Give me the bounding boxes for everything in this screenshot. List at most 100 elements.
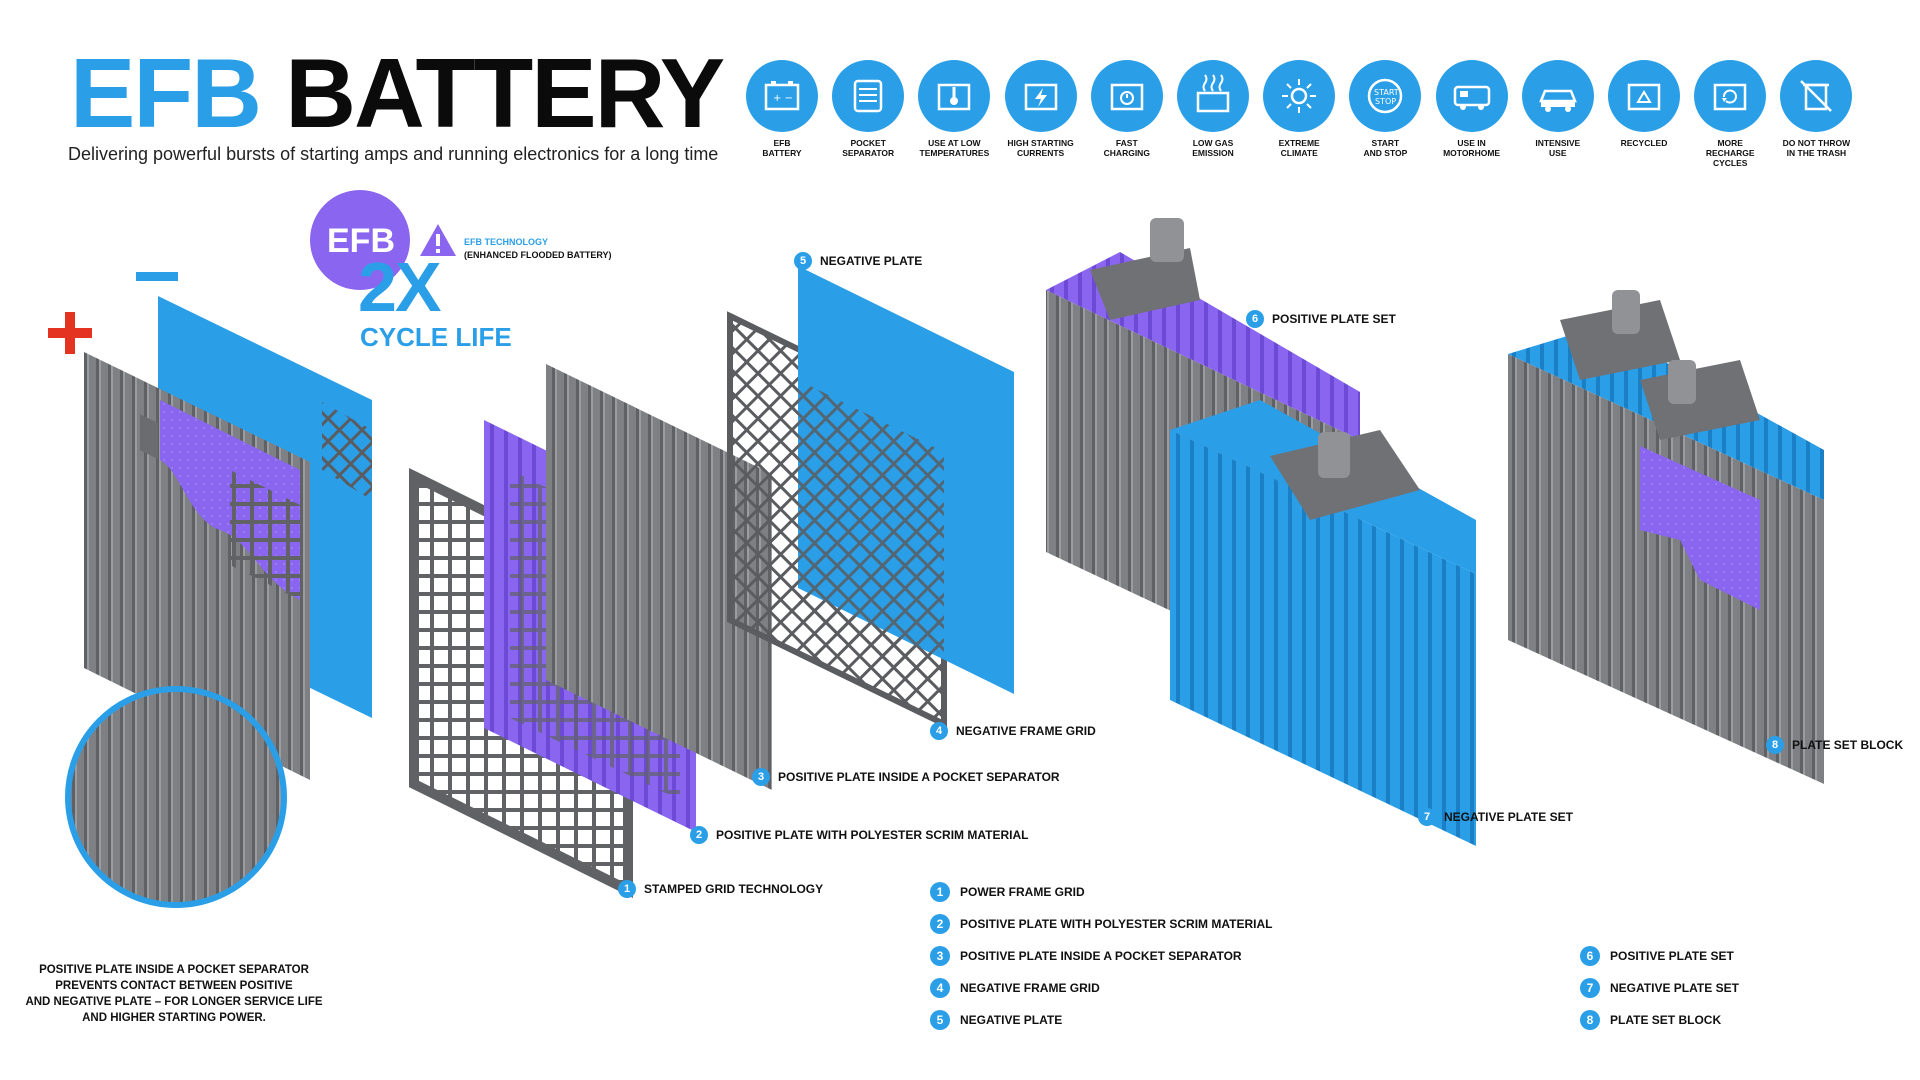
callout-text: POSITIVE PLATE SET — [1272, 312, 1396, 326]
negative-plate — [798, 266, 1014, 694]
thermometer-icon — [918, 60, 991, 132]
legend-text: PLATE SET BLOCK — [1610, 1013, 1722, 1027]
callout-number: 3 — [752, 768, 770, 786]
note-line: POSITIVE PLATE INSIDE A POCKET SEPARATOR — [39, 964, 309, 976]
callout-5: 5 NEGATIVE PLATE — [794, 252, 922, 270]
legend-item-2: 2 POSITIVE PLATE WITH POLYESTER SCRIM MA… — [930, 914, 1272, 934]
callout-3: 3 POSITIVE PLATE INSIDE A POCKET SEPARAT… — [752, 768, 1060, 786]
feature-recycle: RECYCLED — [1602, 60, 1686, 148]
fast-charge-icon — [1090, 60, 1163, 132]
legend-text: NEGATIVE FRAME GRID — [960, 981, 1100, 995]
callout-1: 1 STAMPED GRID TECHNOLOGY — [618, 880, 823, 898]
note-line: AND NEGATIVE PLATE – FOR LONGER SERVICE … — [25, 996, 323, 1008]
recharge-cycles-icon — [1694, 60, 1767, 132]
separator-note: POSITIVE PLATE INSIDE A POCKET SEPARATOR… — [14, 962, 334, 1026]
callout-text: STAMPED GRID TECHNOLOGY — [644, 882, 824, 896]
page-subtitle: Delivering powerful bursts of starting a… — [68, 144, 719, 164]
plate-set-block — [1508, 290, 1824, 784]
legend-text: POSITIVE PLATE SET — [1610, 949, 1734, 963]
callout-4: 4 NEGATIVE FRAME GRID — [930, 722, 1096, 740]
callout-6: 6 POSITIVE PLATE SET — [1246, 310, 1396, 328]
callout-text: NEGATIVE PLATE SET — [1444, 810, 1573, 824]
callout-number: 4 — [930, 722, 948, 740]
legend-item-4: 4 NEGATIVE FRAME GRID — [930, 978, 1100, 998]
title-battery: BATTERY — [285, 38, 725, 148]
recycle-icon — [1608, 60, 1680, 132]
legend-number: 2 — [930, 914, 950, 934]
motorhome-icon — [1435, 60, 1508, 132]
cycle-life-label: CYCLE LIFE — [360, 322, 512, 352]
legend-text: NEGATIVE PLATE SET — [1610, 981, 1739, 995]
plate-stack-left — [84, 296, 372, 780]
legend-number: 1 — [930, 882, 950, 902]
callout-number: 2 — [690, 826, 708, 844]
page-title: EFB BATTERY — [70, 44, 725, 142]
car-icon — [1521, 60, 1594, 132]
svg-text:STOP: STOP — [1375, 97, 1396, 106]
callout-8: 8 PLATE SET BLOCK — [1766, 736, 1903, 754]
title-efb: EFB — [70, 38, 262, 148]
climate-icon — [1263, 60, 1336, 132]
no-trash-icon — [1780, 60, 1853, 132]
callout-text: POSITIVE PLATE WITH POLYESTER SCRIM MATE… — [716, 828, 1029, 842]
minus-sign-icon — [136, 272, 178, 281]
legend-item-5: 5 NEGATIVE PLATE — [930, 1010, 1062, 1030]
legend-text: NEGATIVE PLATE — [960, 1013, 1063, 1027]
legend-text: POWER FRAME GRID — [960, 885, 1085, 899]
legend-number: 6 — [1580, 946, 1600, 966]
magnifier-detail — [65, 686, 287, 908]
svg-text:START: START — [1374, 88, 1399, 97]
legend-number: 5 — [930, 1010, 950, 1030]
lightning-icon — [1004, 60, 1077, 132]
legend-item-8: 8 PLATE SET BLOCK — [1580, 1010, 1721, 1030]
efb-technology-label: EFB TECHNOLOGY — [464, 237, 549, 247]
callout-number: 6 — [1246, 310, 1264, 328]
battery-icon: + − — [746, 60, 818, 132]
legend-item-1: 1 POWER FRAME GRID — [930, 882, 1085, 902]
legend-number: 7 — [1580, 978, 1600, 998]
plus-sign-icon — [48, 312, 92, 354]
callout-text: NEGATIVE PLATE — [820, 254, 923, 268]
legend-item-6: 6 POSITIVE PLATE SET — [1580, 946, 1734, 966]
legend-item-7: 7 NEGATIVE PLATE SET — [1580, 978, 1739, 998]
svg-text:+ −: + − — [773, 93, 793, 104]
pocket-separator-plate — [546, 364, 772, 790]
callout-number: 5 — [794, 252, 812, 270]
legend-text: POSITIVE PLATE INSIDE A POCKET SEPARATOR — [960, 949, 1242, 963]
gas-emission-icon — [1177, 60, 1249, 132]
callout-7: 7 NEGATIVE PLATE SET — [1418, 808, 1573, 826]
separator-icon — [832, 60, 905, 132]
legend-text: POSITIVE PLATE WITH POLYESTER SCRIM MATE… — [960, 917, 1273, 931]
callout-number: 8 — [1766, 736, 1784, 754]
legend-item-3: 3 POSITIVE PLATE INSIDE A POCKET SEPARAT… — [930, 946, 1242, 966]
negative-plate-set — [1170, 400, 1476, 846]
callout-text: PLATE SET BLOCK — [1792, 738, 1904, 752]
enhanced-flooded-label: (ENHANCED FLOODED BATTERY) — [464, 250, 612, 260]
efb-badge-circle — [310, 190, 410, 290]
callout-number: 7 — [1418, 808, 1436, 826]
efb-badge-text: EFB — [327, 222, 395, 260]
callout-text: NEGATIVE FRAME GRID — [956, 724, 1096, 738]
